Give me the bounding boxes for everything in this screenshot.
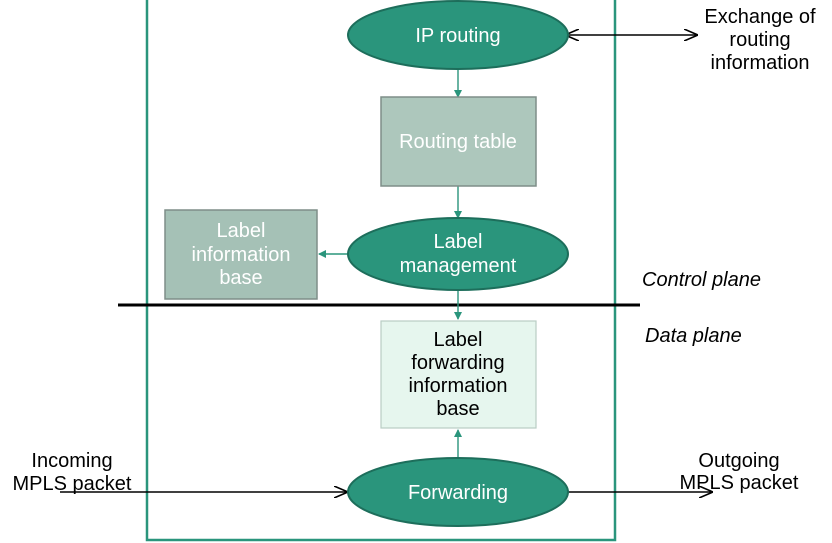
incoming-packet-annotation: Incoming MPLS packet <box>13 450 132 495</box>
forwarding-node: Forwarding <box>347 457 569 527</box>
outgoing-line-2: MPLS packet <box>680 472 799 494</box>
exchange-line-2: routing <box>729 29 790 51</box>
exchange-routing-info-annotation: Exchange of routing information <box>704 6 816 74</box>
lib-label-line-2: information <box>192 244 291 266</box>
incoming-line-1: Incoming <box>31 450 112 472</box>
outgoing-packet-annotation: Outgoing MPLS packet <box>680 450 799 494</box>
routing-table-node: Routing table <box>380 96 537 187</box>
exchange-line-3: information <box>711 52 810 74</box>
forwarding-label: Forwarding <box>408 482 508 504</box>
outgoing-line-1: Outgoing <box>698 450 779 472</box>
lfib-line-2: forwarding <box>411 352 504 374</box>
label-management-line-2: management <box>400 255 517 277</box>
lfib-node: Label forwarding information base <box>380 320 537 429</box>
lib-label-line-1: Label <box>217 220 266 242</box>
lfib-line-1: Label <box>434 329 483 351</box>
label-information-base-node: Label information base <box>164 209 318 300</box>
exchange-line-1: Exchange of <box>704 6 816 28</box>
data-plane-label: Data plane <box>645 325 742 347</box>
ip-routing-node: IP routing <box>347 0 569 70</box>
label-management-line-1: Label <box>434 231 483 253</box>
ip-routing-label: IP routing <box>415 25 500 47</box>
incoming-line-2: MPLS packet <box>13 473 132 495</box>
router-frame <box>145 0 617 542</box>
routing-table-label: Routing table <box>399 131 517 153</box>
lfib-line-3: information <box>409 375 508 397</box>
control-plane-label: Control plane <box>642 269 761 291</box>
label-management-node: Label management <box>347 217 569 291</box>
lib-label-line-3: base <box>219 267 262 289</box>
lfib-line-4: base <box>436 398 479 420</box>
